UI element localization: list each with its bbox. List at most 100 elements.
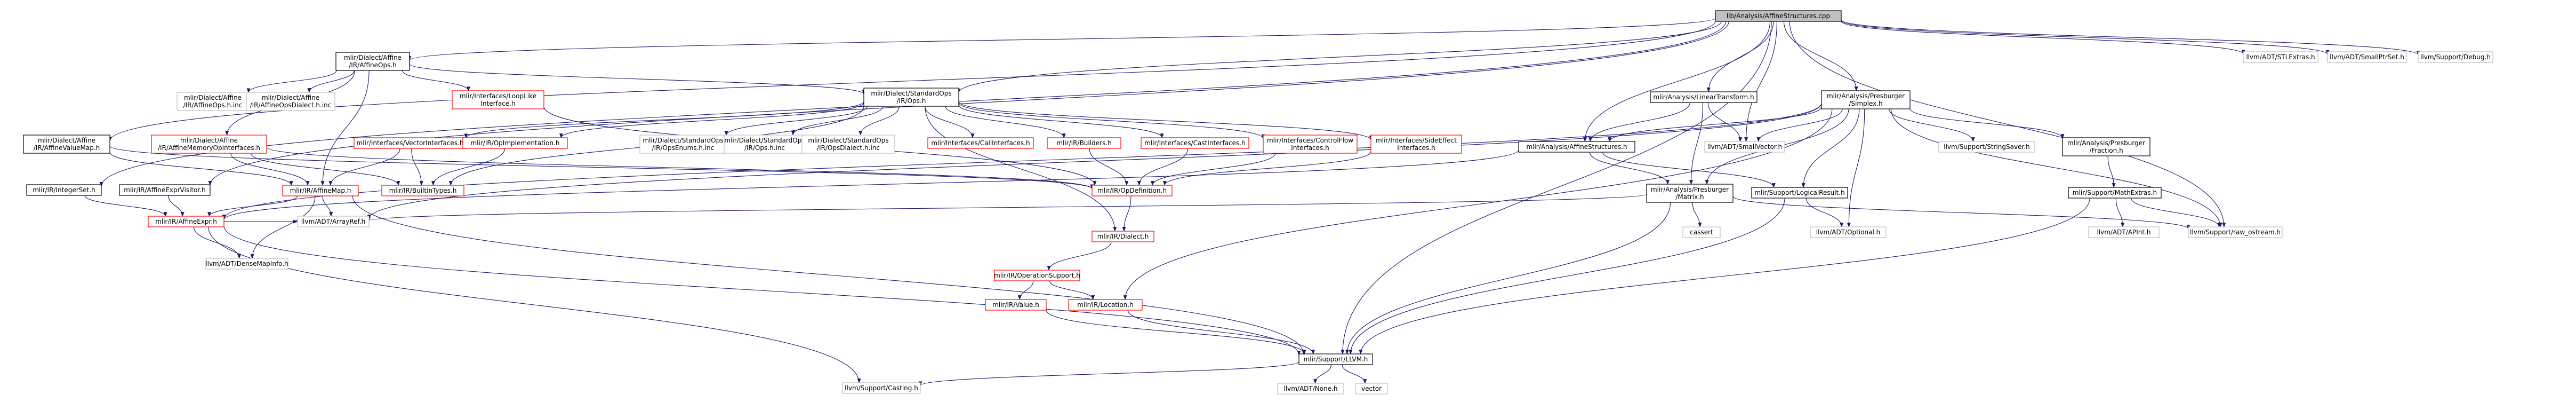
node-affinememoryop[interactable]: mlir/Dialect/Affine/IR/AffineMemoryOpInt… <box>151 135 267 154</box>
edge-simplex-to-location <box>1123 108 1833 300</box>
node-label-opsdialectinc-line-1: /IR/OpsDialect.h.inc <box>817 144 880 152</box>
node-operationsupport[interactable]: mlir/IR/OperationSupport.h <box>994 270 1080 281</box>
node-label-llvmh-line-0: mlir/Support/LLVM.h <box>1304 356 1368 363</box>
edge-affineexpr-to-llvmh <box>223 226 1301 356</box>
node-label-affinemap-line-0: mlir/IR/AffineMap.h <box>290 187 351 194</box>
edge-opdefinition-to-dialect <box>1122 195 1131 232</box>
edge-mathextras-to-llvmh <box>1359 198 2090 354</box>
edge-affineops-to-affineopsinc <box>246 70 337 93</box>
edge-logicalresult-to-optional <box>1805 198 1844 227</box>
node-label-affinememoryop-line-1: /IR/AffineMemoryOpInterfaces.h <box>158 144 260 152</box>
edge-lineartransform-to-presburgermatrix <box>1689 102 1704 185</box>
node-affineexpr[interactable]: mlir/IR/AffineExpr.h <box>148 216 224 227</box>
edge-root-to-stlextras <box>1841 21 2245 55</box>
node-standardops[interactable]: mlir/Dialect/StandardOps/IR/Ops.h <box>863 88 959 107</box>
node-dialect[interactable]: mlir/IR/Dialect.h <box>1092 231 1154 242</box>
edge-presburgermatrix-to-llvmh <box>1345 202 1671 354</box>
edge-affinestructuresh-to-affineexpr <box>222 149 1519 220</box>
edge-dialect-to-operationsupport <box>1047 241 1112 271</box>
node-smallptrset: llvm/ADT/SmallPtrSet.h <box>2327 51 2407 63</box>
edge-standardops-to-sideeffect <box>958 101 1373 140</box>
node-fraction[interactable]: mlir/Analysis/Presburger/Fraction.h <box>2062 137 2150 156</box>
edge-root-to-affinevaluemap <box>108 20 1716 141</box>
edge-simplex-to-smallvector <box>1756 108 1843 142</box>
node-label-opsinc-line-0: mlir/Dialect/StandardOps <box>724 137 805 144</box>
node-arrayref: llvm/ADT/ArrayRef.h <box>297 216 370 227</box>
node-stlextras: llvm/ADT/STLExtras.h <box>2243 51 2318 63</box>
node-simplex[interactable]: mlir/Analysis/Presburger/Simplex.h <box>1821 90 1911 109</box>
edge-llvmh-to-casting <box>918 361 1299 387</box>
node-affinemap[interactable]: mlir/IR/AffineMap.h <box>282 185 359 196</box>
node-label-presburgermatrix-line-0: mlir/Analysis/Presburger <box>1651 186 1729 193</box>
node-label-smallvector-line-0: llvm/ADT/SmallVector.h <box>1707 143 1782 151</box>
node-label-affineopsinc-line-0: mlir/Dialect/Affine <box>184 94 242 101</box>
edge-logicalresult-to-llvmh <box>1349 198 1785 354</box>
edge-root-to-affineops <box>407 18 1716 61</box>
node-logicalresult[interactable]: mlir/Support/LogicalResult.h <box>1751 187 1848 199</box>
node-label-location-line-0: mlir/IR/Location.h <box>1077 301 1133 309</box>
node-callinterfaces[interactable]: mlir/Interfaces/CallInterfaces.h <box>927 137 1034 149</box>
edge-builders-to-opdefinition <box>1089 148 1129 186</box>
node-label-opsdialectinc-line-0: mlir/Dialect/StandardOps <box>808 137 888 144</box>
edge-root-to-simplex <box>1783 21 1858 91</box>
node-llvmh[interactable]: mlir/Support/LLVM.h <box>1298 353 1373 365</box>
node-location[interactable]: mlir/IR/Location.h <box>1068 299 1143 311</box>
node-label-simplex-line-0: mlir/Analysis/Presburger <box>1827 92 1905 100</box>
node-opimplementation[interactable]: mlir/IR/OpImplementation.h <box>462 137 568 149</box>
edge-lineartransform-to-smallvector <box>1707 102 1743 142</box>
node-castinterfaces[interactable]: mlir/Interfaces/CastInterfaces.h <box>1141 137 1249 149</box>
edge-root-to-lineartransform <box>1706 21 1774 92</box>
node-vectorinterfaces[interactable]: mlir/Interfaces/VectorInterfaces.h <box>354 137 467 149</box>
node-affinestructuresh[interactable]: mlir/Analysis/AffineStructures.h <box>1518 141 1635 153</box>
node-label-affinememoryop-line-0: mlir/Dialect/Affine <box>180 137 238 144</box>
node-affineexprvisitor[interactable]: mlir/IR/AffineExprVisitor.h <box>119 184 211 196</box>
node-builders[interactable]: mlir/IR/Builders.h <box>1047 137 1121 149</box>
edge-simplex-to-affinestructuresh <box>1608 107 1822 142</box>
node-label-controlflow-line-1: Interfaces.h <box>1291 144 1329 152</box>
node-affineops[interactable]: mlir/Dialect/Affine/IR/AffineOps.h <box>335 52 410 71</box>
edge-integerset-to-affineexpr <box>84 195 167 217</box>
node-mathextras[interactable]: mlir/Support/MathExtras.h <box>2068 187 2162 199</box>
node-root[interactable]: lib/Analysis/AffineStructures.cpp <box>1715 10 1842 22</box>
edge-root-to-debug <box>1841 19 2420 56</box>
node-integerset[interactable]: mlir/IR/IntegerSet.h <box>26 184 102 196</box>
edge-root-to-affinestructuresh <box>1583 21 1771 142</box>
edge-standardops-to-dialect <box>925 106 1117 232</box>
node-opsdialectinc: mlir/Dialect/StandardOps/IR/OpsDialect.h… <box>801 135 895 154</box>
edge-simplex-to-stringsaver <box>1889 108 1975 142</box>
node-label-stringsaver-line-0: llvm/Support/StringSaver.h <box>1944 143 2030 151</box>
node-value[interactable]: mlir/IR/Value.h <box>985 299 1047 311</box>
edge-presburgermatrix-to-arrayref <box>367 194 1647 222</box>
node-label-fraction-line-1: /Fraction.h <box>2089 147 2123 154</box>
edge-affineops-to-affinemap <box>320 70 370 186</box>
edge-standardops-to-vectorinterfaces <box>464 101 864 139</box>
edge-llvmh-to-none <box>1313 364 1331 384</box>
node-builtintypes[interactable]: mlir/IR/BuiltinTypes.h <box>381 185 464 196</box>
node-label-densemapinfo-line-0: llvm/ADT/DenseMapInfo.h <box>205 260 288 267</box>
node-label-affineops-line-1: /IR/AffineOps.h <box>349 61 397 69</box>
node-densemapinfo: llvm/ADT/DenseMapInfo.h <box>205 258 288 270</box>
node-label-opsinc-line-1: /IR/Ops.h.inc <box>744 144 785 152</box>
edge-mathextras-to-rawostream <box>2130 198 2221 227</box>
edge-vectorinterfaces-to-builtintypes <box>411 148 423 186</box>
node-label-casting-line-0: llvm/Support/Casting.h <box>845 384 918 392</box>
edge-root-to-affineexprvisitor <box>208 21 1729 186</box>
edge-affinemap-to-arrayref <box>322 195 333 217</box>
node-stringsaver: llvm/Support/StringSaver.h <box>1938 141 2035 153</box>
node-label-standardops-line-0: mlir/Dialect/StandardOps <box>871 90 951 97</box>
node-affinevaluemap[interactable]: mlir/Dialect/Affine/IR/AffineValueMap.h <box>23 135 110 154</box>
node-label-operationsupport-line-0: mlir/IR/OperationSupport.h <box>994 272 1080 279</box>
node-layer: lib/Analysis/AffineStructures.cpp llvm/AD… <box>23 10 2493 395</box>
node-opdefinition[interactable]: mlir/IR/OpDefinition.h <box>1092 185 1173 196</box>
node-affineopsdialectinc: mlir/Dialect/Affine/IR/AffineOpsDialect.… <box>246 92 335 111</box>
node-lineartransform[interactable]: mlir/Analysis/LinearTransform.h <box>1650 91 1758 103</box>
edge-root-to-llvmh <box>1341 21 1772 354</box>
edge-standardops-to-castinterfaces <box>958 105 1164 138</box>
edge-affinememoryop-to-builtintypes <box>250 153 400 186</box>
node-presburgermatrix[interactable]: mlir/Analysis/Presburger/Matrix.h <box>1646 184 1734 203</box>
edge-standardops-to-opsenums <box>724 106 868 136</box>
edge-simplex-to-rawostream <box>1890 108 2222 227</box>
